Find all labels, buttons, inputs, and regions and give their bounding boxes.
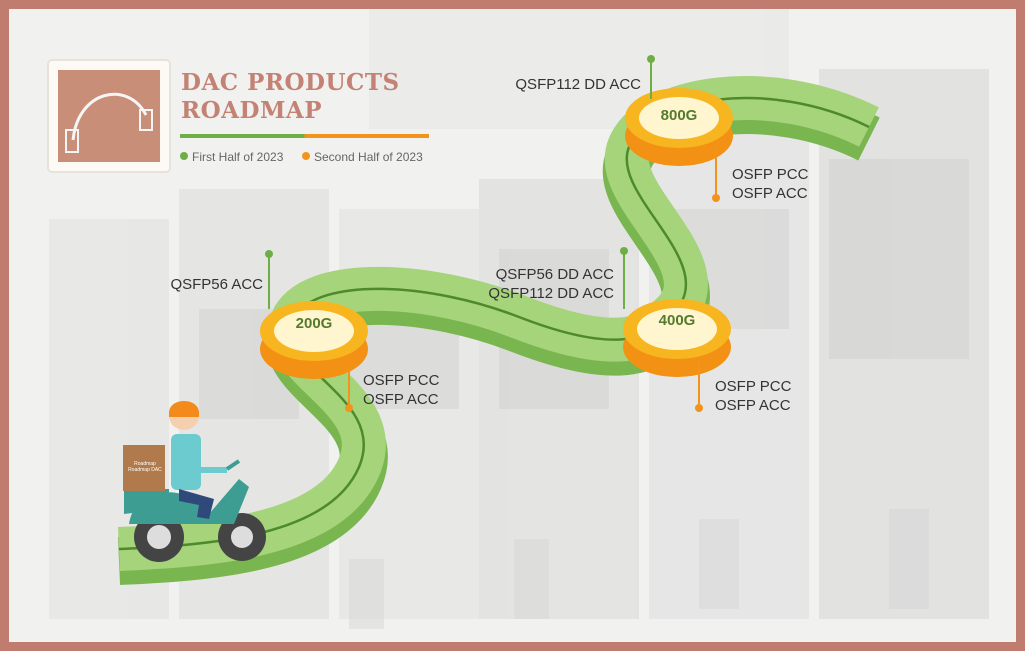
legend-second-half: Second Half of 2023 (314, 150, 423, 164)
milestone-disk-400g (623, 299, 731, 377)
background-illustration (49, 9, 989, 629)
legend-first-half: First Half of 2023 (192, 150, 284, 164)
label-400g-first-half: QSFP56 DD ACC QSFP112 DD ACC (488, 266, 614, 302)
label-200g-first-half: QSFP56 ACC (170, 276, 263, 293)
speed-400g: 400G (658, 312, 696, 329)
label-200g-second-half: OSFP PCC OSFP ACC (363, 372, 440, 408)
label-800g-first-half: QSFP112 DD ACC (515, 76, 641, 93)
legend-orange-pin-icon (302, 152, 310, 160)
legend-timeline-bar (180, 134, 429, 138)
cable-image (58, 70, 160, 162)
milestone-disk-800g (625, 88, 733, 166)
label-400g-second-half: OSFP PCC OSFP ACC (715, 378, 792, 414)
roadmap-title: DAC PRODUCTS ROADMAP (181, 69, 400, 124)
legend-green-pin-icon (180, 152, 188, 160)
roadmap-canvas: DAC PRODUCTS ROADMAP First Half of 2023 … (9, 9, 1016, 642)
speed-800g: 800G (660, 107, 698, 124)
scooter-rider-illustration (123, 401, 266, 562)
speed-200g: 200G (295, 315, 333, 332)
milestone-disk-200g (260, 301, 368, 379)
label-800g-second-half: OSFP PCC OSFP ACC (732, 166, 809, 202)
stamp-logo (49, 61, 169, 171)
